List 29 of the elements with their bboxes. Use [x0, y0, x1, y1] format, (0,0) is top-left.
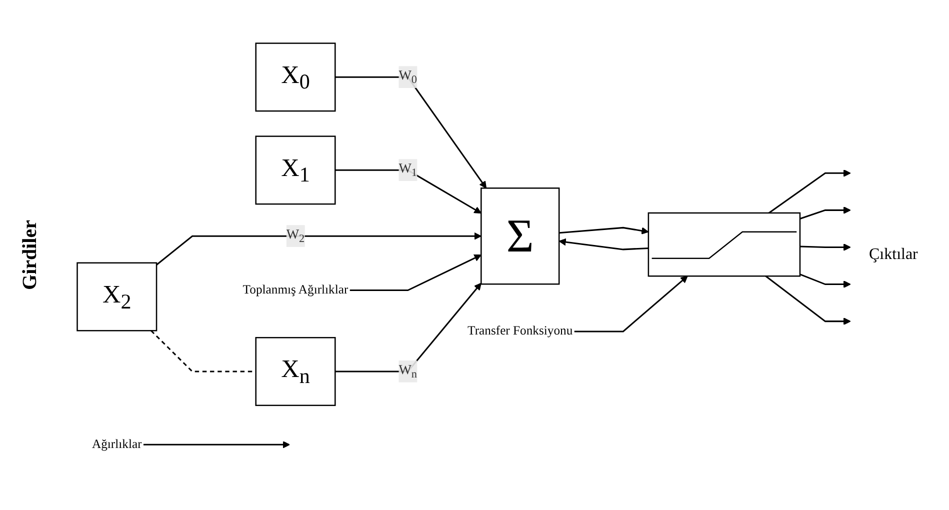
node-box: Σ [480, 188, 560, 285]
arrow [800, 244, 851, 251]
arrow [574, 276, 688, 332]
node-text: Transfer Fonksiyonu [468, 324, 573, 338]
arrow [335, 76, 487, 188]
arrow [350, 254, 482, 292]
edge-label: W$_{n}$ [398, 363, 418, 380]
node-box: X$_{1}$ [255, 136, 336, 205]
arrow [558, 238, 648, 250]
arrow [335, 169, 482, 214]
node-box: X$_{n}$ [255, 337, 336, 406]
arrow [143, 440, 290, 448]
node-text: Ağırlıklar [92, 438, 142, 452]
edge-label: W$_{0}$ [398, 68, 418, 86]
arrow [156, 232, 482, 266]
arrow [768, 169, 851, 214]
arrow [800, 274, 851, 288]
node-box [648, 212, 801, 277]
text-label: Çıktılar [869, 246, 919, 264]
edge-label: W$_{2}$ [286, 228, 305, 245]
node-box: X$_{2}$ [76, 262, 158, 332]
edge-label: W$_{1}$ [398, 162, 418, 179]
node-box: X$_{0}$ [255, 42, 336, 112]
node-text: Toplanmış Ağırlıklar [242, 283, 348, 297]
text-label: Girdiler [18, 220, 42, 290]
arrow [559, 226, 649, 234]
arrow [335, 282, 482, 372]
arrow [800, 206, 851, 220]
arrow [765, 276, 851, 326]
